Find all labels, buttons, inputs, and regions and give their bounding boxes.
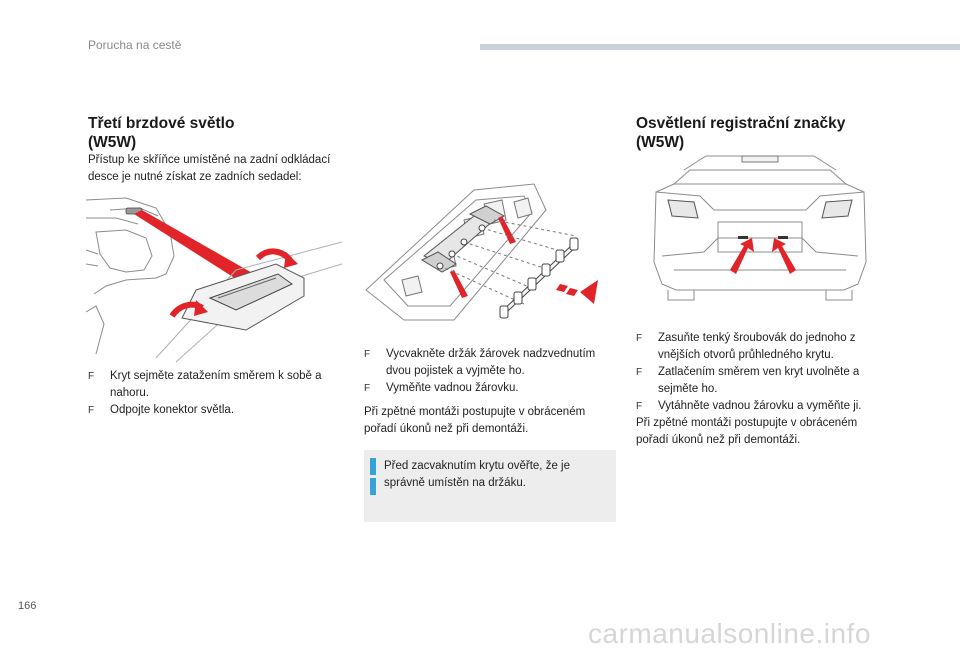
info-icon bbox=[370, 458, 376, 475]
pointer-arrow-icon bbox=[134, 210, 254, 284]
plate-lamp-icon bbox=[778, 236, 788, 239]
step-text: Kryt sejměte zatažením směrem k sobě a bbox=[110, 370, 322, 382]
step-text: Vyměňte vadnou žárovku. bbox=[386, 382, 519, 394]
list-item: F Kryt sejměte zatažením směrem k sobě a… bbox=[88, 368, 348, 402]
pointer-arrow-icon bbox=[730, 238, 754, 274]
title-line: Třetí brzdové světlo bbox=[88, 115, 235, 132]
running-header: Porucha na cestě bbox=[88, 38, 182, 52]
step-text: Zatlačením směrem ven kryt uvolněte a bbox=[658, 366, 860, 378]
pointer-arrow-icon bbox=[772, 238, 796, 274]
third-brake-light-title: Třetí brzdové světlo (W5W) bbox=[88, 114, 234, 152]
bullet-icon: F bbox=[364, 349, 371, 360]
middle-reassembly-text: Při zpětné montáži postupujte v obrácené… bbox=[364, 404, 620, 438]
left-steps-list: F Kryt sejměte zatažením směrem k sobě a… bbox=[88, 368, 348, 419]
bullet-icon: F bbox=[636, 401, 643, 412]
lift-arrow-icon bbox=[450, 270, 468, 298]
title-line: (W5W) bbox=[88, 134, 137, 151]
list-item: F Zatlačením směrem ven kryt uvolněte a … bbox=[636, 364, 896, 398]
plate-light-title: Osvětlení registrační značky (W5W) bbox=[636, 114, 845, 152]
brake-light-illustration bbox=[86, 197, 342, 363]
car-rear-illustration bbox=[653, 155, 867, 301]
list-item: F Zasuňte tenký šroubovák do jednoho z v… bbox=[636, 330, 896, 364]
bullet-icon: F bbox=[88, 405, 95, 416]
note-text: Před zacvaknutím krytu ověřte, že je spr… bbox=[384, 458, 604, 492]
middle-steps-list: F Vycvakněte držák žárovek nadzvednutím … bbox=[364, 346, 620, 397]
page-number: 166 bbox=[18, 600, 37, 612]
step-text: vnějších otvorů průhledného krytu. bbox=[658, 349, 834, 361]
list-item: F Vytáhněte vadnou žárovku a vyměňte ji. bbox=[636, 398, 896, 415]
list-item: F Vycvakněte držák žárovek nadzvednutím … bbox=[364, 346, 620, 380]
plate-lamp-icon bbox=[738, 236, 748, 239]
step-text: nahoru. bbox=[110, 387, 150, 399]
title-line: Osvětlení registrační značky bbox=[636, 115, 846, 132]
right-reassembly-text: Při zpětné montáži postupujte v obrácené… bbox=[636, 415, 896, 449]
note-line: správně umístěn na držáku. bbox=[384, 477, 526, 489]
intro-line: Přístup ke skříňce umístěné na zadní odk… bbox=[88, 154, 331, 166]
bullet-icon: F bbox=[636, 333, 643, 344]
lift-arrow-icon bbox=[498, 216, 516, 244]
step-text: Vytáhněte vadnou žárovku a vyměňte ji. bbox=[658, 400, 862, 412]
bullet-icon: F bbox=[88, 371, 95, 382]
step-text: Vycvakněte držák žárovek nadzvednutím bbox=[386, 348, 596, 360]
title-line: (W5W) bbox=[636, 134, 685, 151]
step-text: Odpojte konektor světla. bbox=[110, 404, 235, 416]
header-bar bbox=[480, 44, 960, 50]
info-icon bbox=[370, 478, 376, 495]
info-note: Před zacvaknutím krytu ověřte, že je spr… bbox=[364, 450, 616, 522]
third-brake-light-intro: Přístup ke skříňce umístěné na zadní odk… bbox=[88, 152, 348, 186]
bullet-icon: F bbox=[364, 383, 371, 394]
reassembly-line: Při zpětné montáži postupujte v obrácené… bbox=[636, 417, 858, 429]
reassembly-line: pořadí úkonů než při demontáži. bbox=[364, 423, 529, 435]
step-text: Zasuňte tenký šroubovák do jednoho z bbox=[658, 332, 856, 344]
note-line: Před zacvaknutím krytu ověřte, že je bbox=[384, 460, 570, 472]
step-text: dvou pojistek a vyjměte ho. bbox=[386, 365, 525, 377]
list-item: F Odpojte konektor světla. bbox=[88, 402, 348, 419]
step-text: sejměte ho. bbox=[658, 383, 718, 395]
list-item: F Vyměňte vadnou žárovku. bbox=[364, 380, 620, 397]
intro-line: desce je nutné získat ze zadních sedadel… bbox=[88, 171, 302, 183]
right-steps-list: F Zasuňte tenký šroubovák do jednoho z v… bbox=[636, 330, 896, 415]
bullet-icon: F bbox=[636, 367, 643, 378]
dashed-arrow-icon bbox=[556, 280, 598, 304]
reassembly-line: Při zpětné montáži postupujte v obrácené… bbox=[364, 406, 586, 418]
reassembly-line: pořadí úkonů než při demontáži. bbox=[636, 434, 801, 446]
bulb-holder-illustration bbox=[365, 183, 598, 321]
watermark: carmanualsonline.info bbox=[588, 618, 871, 649]
